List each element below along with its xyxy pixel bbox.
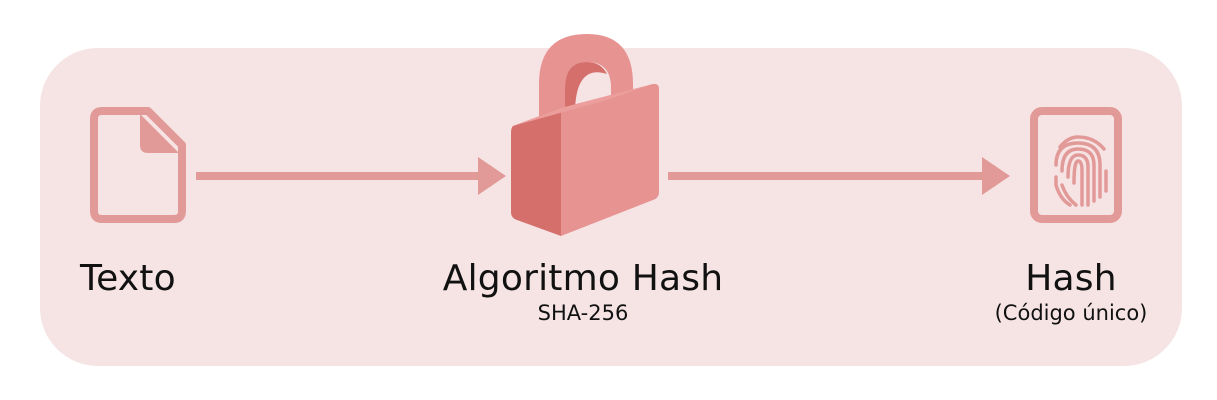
output-label: Hash (1025, 258, 1117, 299)
output-sublabel: (Código único) (994, 301, 1148, 325)
padlock-icon (511, 34, 659, 236)
fingerprint-icon (1030, 107, 1122, 223)
arrow-to-hash (668, 157, 1010, 195)
algorithm-label: Algoritmo Hash (442, 258, 724, 299)
algorithm-sublabel: SHA-256 (537, 301, 629, 325)
arrow-to-algorithm (196, 157, 506, 195)
input-label: Texto (80, 258, 176, 299)
document-icon (90, 107, 186, 223)
